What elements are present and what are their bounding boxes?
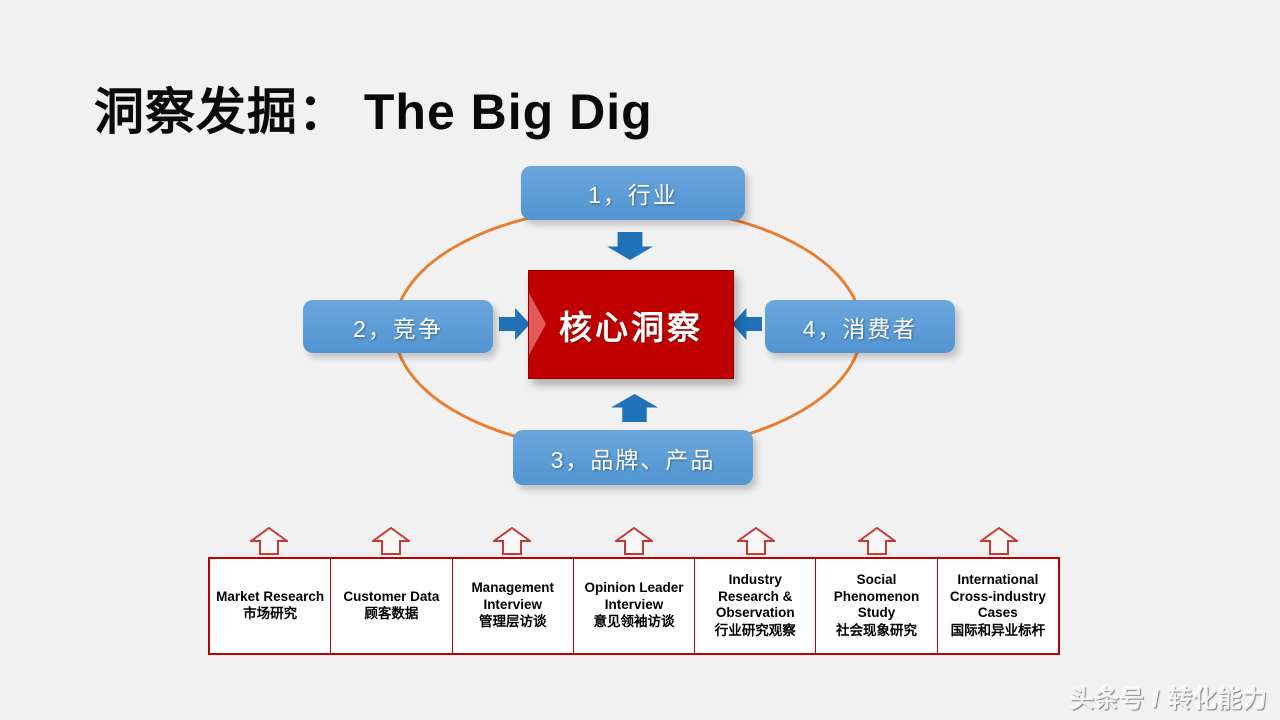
up-arrow-icon: [573, 525, 695, 555]
source-zh-label: 社会现象研究: [836, 622, 918, 638]
source-zh-label: 国际和异业标杆: [950, 622, 1046, 638]
source-cell-industry-research-observation: Industry Research & Observation 行业研究观察: [694, 559, 815, 653]
sources-table: Market Research 市场研究 Customer Data 顾客数据 …: [208, 557, 1060, 655]
source-en-label: Opinion Leader Interview: [584, 580, 684, 612]
up-arrow-icon: [938, 525, 1060, 555]
source-cell-market-research: Market Research 市场研究: [210, 559, 330, 653]
source-cell-international-cross-industry-cases: International Cross-industry Cases 国际和异业…: [936, 559, 1058, 653]
node-brand-product: 3，品牌、产品: [513, 430, 753, 485]
node-consumer-label: 4，消费者: [802, 315, 918, 342]
source-cell-customer-data: Customer Data 顾客数据: [330, 559, 451, 653]
source-zh-label: 行业研究观察: [714, 622, 796, 638]
source-zh-label: 市场研究: [243, 606, 298, 622]
node-brand-product-label: 3，品牌、产品: [550, 446, 716, 473]
core-insight-box: 核心洞察: [528, 270, 734, 379]
up-arrow-icon: [330, 525, 452, 555]
up-arrow-icon: [451, 525, 573, 555]
node-industry-label: 1，行业: [588, 182, 678, 208]
source-cell-management-interview: Management Interview 管理层访谈: [451, 559, 573, 653]
up-arrow-icon: [695, 525, 817, 555]
watermark: 头条号 / 转化能力: [1069, 686, 1268, 713]
source-arrows-row: [208, 525, 1060, 555]
up-arrow-icon: [208, 525, 330, 555]
source-en-label: International Cross-industry Cases: [949, 572, 1046, 621]
node-competition: 2，竞争: [303, 300, 493, 353]
source-zh-label: 管理层访谈: [478, 614, 547, 630]
source-zh-label: 意见领袖访谈: [593, 614, 675, 630]
slide-title: 洞察发掘： The Big Dig: [94, 84, 653, 140]
node-consumer: 4，消费者: [765, 300, 955, 353]
node-industry: 1，行业: [521, 166, 745, 220]
source-en-label: Industry Research & Observation: [715, 572, 795, 621]
source-en-label: Social Phenomenon Study: [833, 572, 920, 621]
source-en-label: Management Interview: [471, 580, 554, 612]
up-arrow-icon: [817, 525, 939, 555]
source-en-label: Market Research: [216, 588, 325, 604]
node-competition-label: 2，竞争: [353, 315, 443, 342]
source-en-label: Customer Data: [343, 588, 440, 604]
source-cell-opinion-leader-interview: Opinion Leader Interview 意见领袖访谈: [572, 559, 694, 653]
source-cell-social-phenomenon-study: Social Phenomenon Study 社会现象研究: [815, 559, 936, 653]
source-zh-label: 顾客数据: [364, 606, 419, 622]
core-insight-label: 核心洞察: [559, 308, 703, 346]
